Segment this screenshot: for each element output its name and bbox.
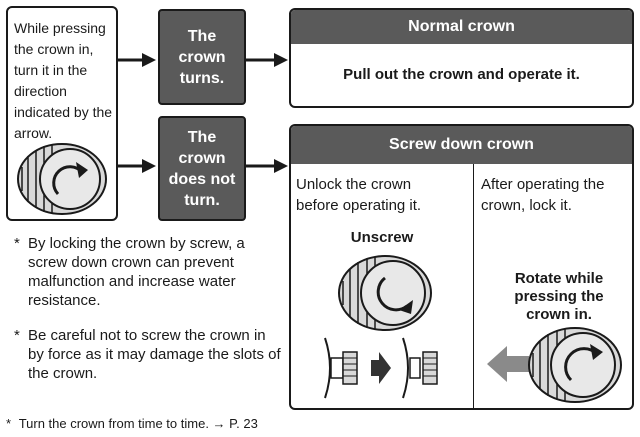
footer-note: * Turn the crown from time to time. → P.… xyxy=(6,416,606,432)
unscrew-side-diagram xyxy=(324,337,438,399)
instruction-box: While pressing the crown in, turn it in … xyxy=(6,6,118,221)
screw-crown-title: Screw down crown xyxy=(291,126,632,164)
note-text: Be careful not to screw the crown in by … xyxy=(28,327,281,382)
rotate-arrow-icon xyxy=(564,347,599,382)
note-item: * Be careful not to screw the crown in b… xyxy=(14,326,284,388)
screw-crown-box: Screw down crown Unlock the crown before… xyxy=(289,124,634,410)
footer-text: Turn the crown from time to time. → P. 2… xyxy=(18,416,258,431)
column-divider xyxy=(473,164,474,408)
instruction-text: While pressing the crown in, turn it in … xyxy=(14,20,113,141)
note-text: By locking the crown by screw, a screw d… xyxy=(28,235,245,309)
right-arrow-icon xyxy=(118,159,156,173)
lock-text: After operating the crown, lock it. xyxy=(481,176,605,214)
right-arrow-icon xyxy=(246,159,288,173)
crown-knob-icon xyxy=(17,143,107,215)
footer-star: * xyxy=(6,416,12,431)
right-arrow-icon xyxy=(118,53,156,67)
crown-knob-icon xyxy=(528,327,622,403)
crown-turns-box: The crown turns. xyxy=(158,9,246,105)
normal-crown-text: Pull out the crown and operate it. xyxy=(343,66,580,83)
normal-crown-box: Normal crown Pull out the crown and oper… xyxy=(289,8,634,108)
rotate-label: Rotate while pressing the crown in. xyxy=(514,270,604,323)
note-star: * xyxy=(14,327,20,344)
right-arrow-icon xyxy=(371,352,391,384)
note-item: * By locking the crown by screw, a screw… xyxy=(14,234,284,314)
crown-not-turn-box: The crown does not turn. xyxy=(158,116,246,221)
unlock-text: Unlock the crown before operating it. xyxy=(296,176,422,214)
crown-turns-label: The crown turns. xyxy=(178,27,226,87)
crown-not-turn-label: The crown does not turn. xyxy=(168,128,236,209)
note-star: * xyxy=(14,235,20,252)
normal-crown-title: Normal crown xyxy=(291,10,632,44)
left-arrow-icon xyxy=(487,346,529,382)
rotate-arrow-icon xyxy=(52,165,84,196)
right-arrow-icon xyxy=(246,53,288,67)
unscrew-label: Unscrew xyxy=(350,229,414,246)
crown-knob-icon xyxy=(338,255,432,331)
